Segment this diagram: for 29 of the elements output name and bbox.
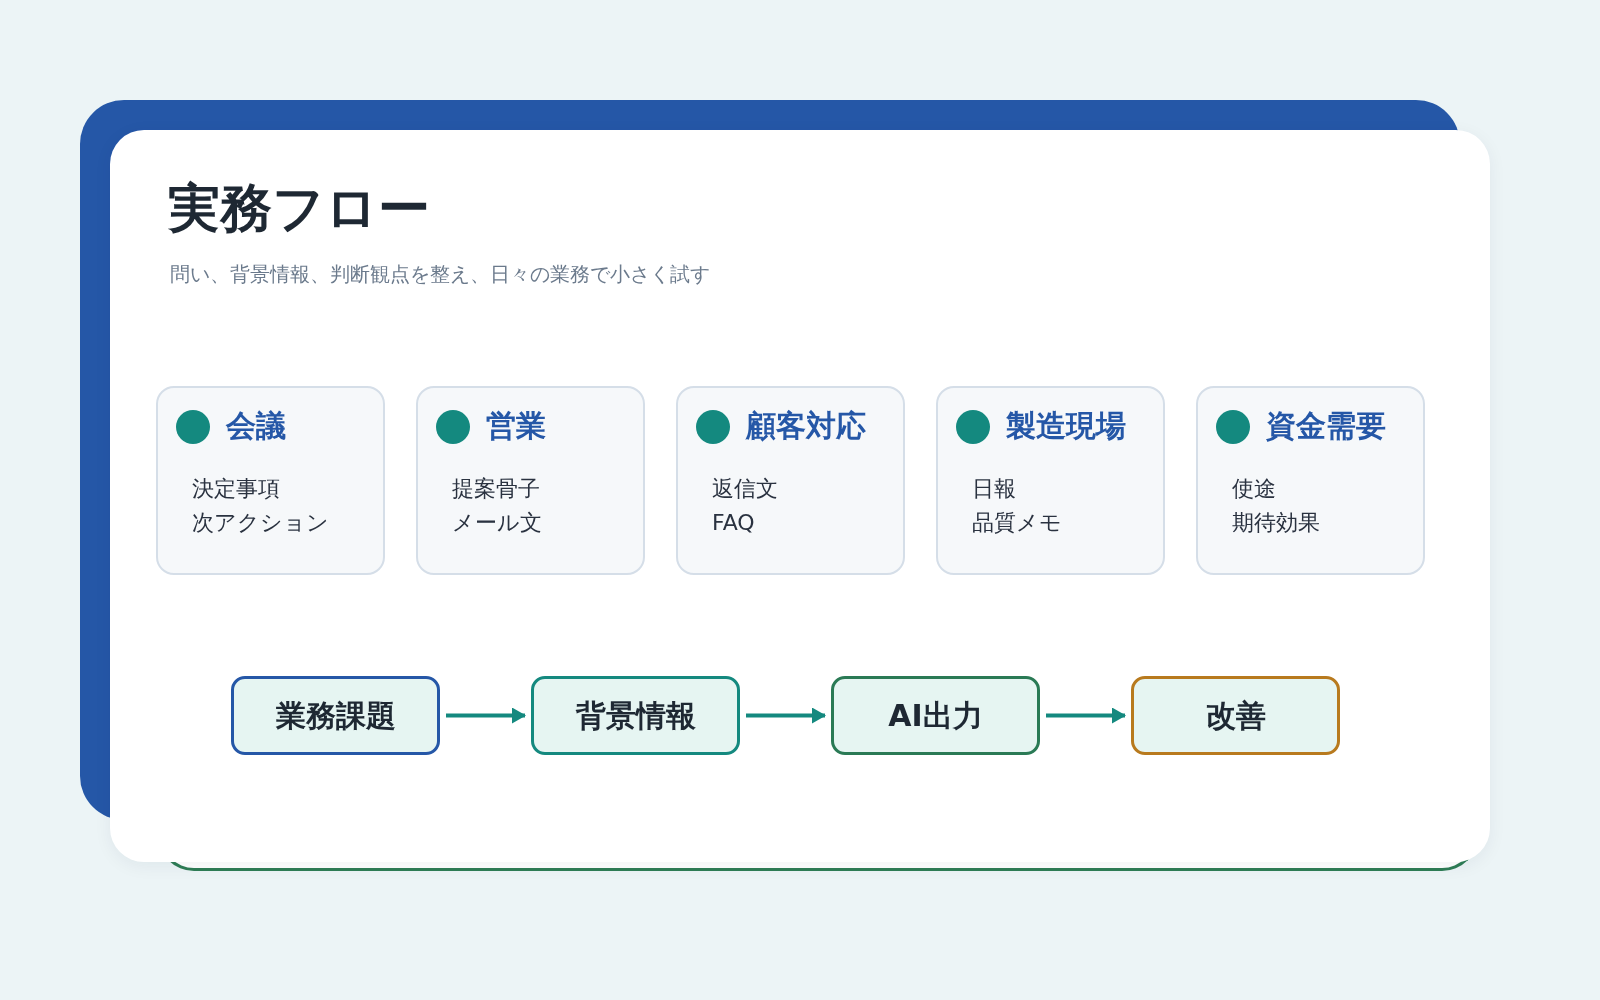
category-card [676, 386, 905, 575]
card-item-text: FAQ [712, 509, 755, 537]
card-item-text: 次アクション [192, 509, 329, 537]
card-heading: 会議 [226, 407, 286, 445]
process-box: AI出力 [831, 676, 1040, 755]
arrow [446, 707, 526, 724]
diagram-title: 実務フロー [168, 177, 430, 240]
category-card [156, 386, 385, 575]
subtitle-text: 問い、背景情報、判断観点を整え、日々の業務で小さく試す [170, 261, 710, 288]
arrow [746, 707, 826, 724]
card-heading: 営業 [486, 407, 546, 445]
card-item-text: 決定事項 [192, 475, 280, 503]
category-card [416, 386, 645, 575]
category-card [1196, 386, 1425, 575]
card-item-text: 日報 [972, 475, 1016, 503]
card-item-text: 使途 [1232, 475, 1276, 503]
process-box: 背景情報 [531, 676, 740, 755]
process-box: 改善 [1131, 676, 1340, 755]
category-card [936, 386, 1165, 575]
card-item-text: メール文 [452, 509, 542, 537]
card-heading: 顧客対応 [746, 407, 866, 445]
card-heading: 資金需要 [1266, 407, 1386, 445]
card-item-text: 期待効果 [1232, 509, 1320, 537]
arrow [1046, 707, 1126, 724]
process-box: 業務課題 [231, 676, 440, 755]
card-item-text: 提案骨子 [452, 475, 540, 503]
card-heading: 製造現場 [1006, 407, 1126, 445]
card-item-text: 返信文 [712, 475, 778, 503]
card-item-text: 品質メモ [972, 509, 1062, 537]
